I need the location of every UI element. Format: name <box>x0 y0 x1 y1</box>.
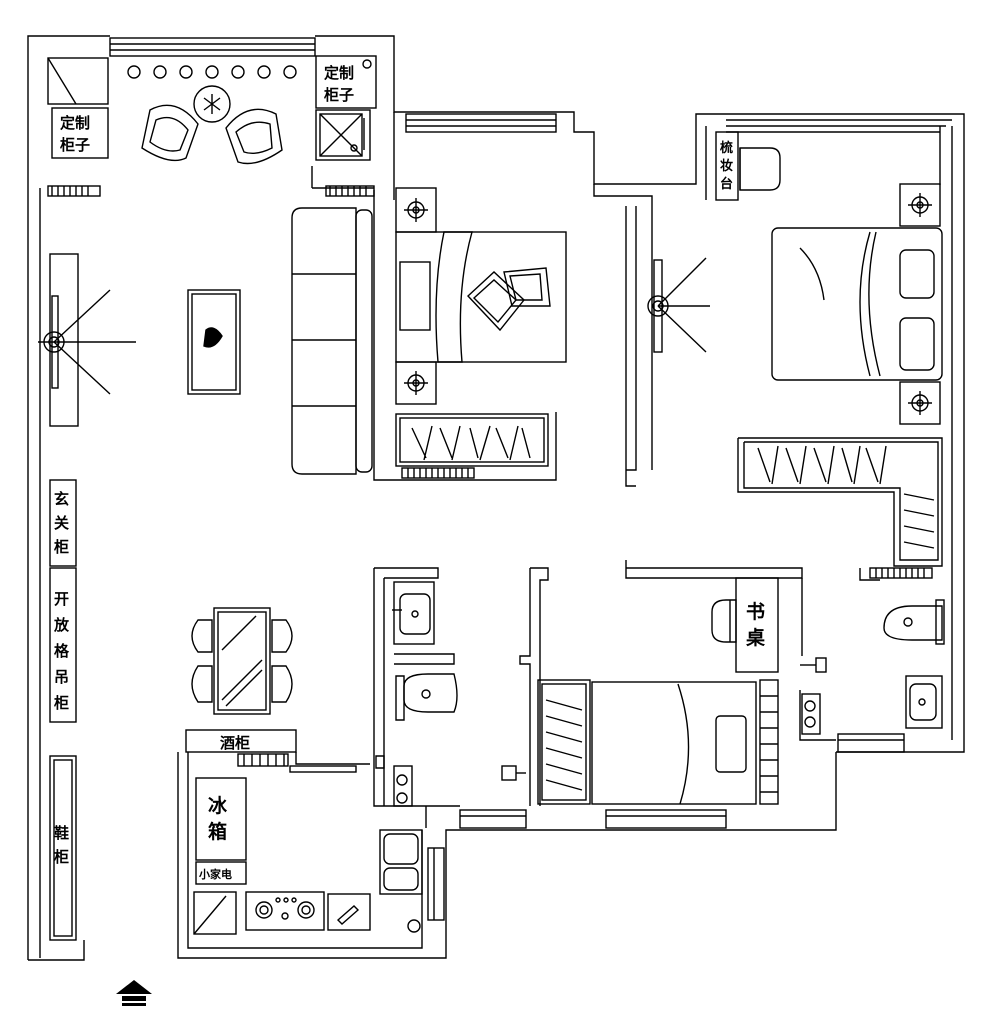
radiator-left <box>47 185 101 197</box>
label-shoe-cabinet: 鞋柜 <box>53 824 69 866</box>
master-toilet <box>883 599 945 645</box>
window-master <box>726 119 952 133</box>
washing-machine <box>315 109 371 161</box>
label-vanity: 梳妆台 <box>720 140 733 192</box>
tv-cabinet <box>38 253 136 427</box>
bath-drains <box>375 755 526 807</box>
label-entry-cabinet: 玄关柜 <box>53 490 69 556</box>
master-bath-fixtures <box>800 657 827 735</box>
dining-set <box>191 607 293 715</box>
wine-cabinet <box>185 729 297 767</box>
bath-toilet <box>395 673 458 721</box>
open-hanging-cabinet <box>49 567 77 723</box>
master-basin <box>905 675 943 729</box>
bedroom1-bed <box>395 231 567 363</box>
label-desk: 书桌 <box>746 601 765 649</box>
custom-cabinet-top-right <box>315 55 377 109</box>
desk <box>711 577 779 673</box>
window-bottom <box>427 733 905 921</box>
bedroom1-nightstands <box>395 187 437 405</box>
vanity <box>715 131 781 201</box>
custom-cabinet-left <box>47 57 109 159</box>
label-fridge: 冰箱 <box>208 794 228 843</box>
bath-basin <box>392 581 435 645</box>
bedroom3-bed <box>591 681 757 805</box>
master-nightstands <box>899 183 941 425</box>
bedroom3-wardrobe <box>537 679 779 805</box>
armchair-left <box>141 104 199 162</box>
stove <box>245 891 325 931</box>
label-wine-cabinet: 酒柜 <box>220 734 250 752</box>
small-appliance-counter <box>195 861 247 885</box>
master-wardrobe <box>737 437 943 579</box>
bedroom1-wardrobe <box>395 413 549 479</box>
label-custom-cabinet-top-2: 柜子 <box>323 86 354 104</box>
label-custom-cabinet-left-2: 柜子 <box>59 136 90 154</box>
label-open-hanging-cabinet: 开放格吊柜 <box>53 590 70 712</box>
kitchen-door <box>289 765 357 773</box>
armchair-right <box>225 108 283 165</box>
radiator-right <box>325 185 375 197</box>
shoe-cabinet <box>49 755 77 941</box>
fridge <box>195 777 247 861</box>
label-small-appliances: 小家电 <box>198 867 232 881</box>
window-bedroom1 <box>405 113 557 133</box>
window-top <box>109 37 316 57</box>
exterior-walls <box>27 35 965 961</box>
label-custom-cabinet-top: 定制 <box>324 64 354 82</box>
master-tv <box>647 257 710 353</box>
label-custom-cabinet-left: 定制 <box>60 114 90 132</box>
sofa <box>291 207 373 475</box>
tea-table <box>193 85 231 123</box>
entrance-arrow-icon <box>116 980 152 1006</box>
master-bed <box>771 227 943 381</box>
interior-walls <box>177 112 880 940</box>
counter-corner <box>193 891 237 935</box>
entry-cabinet <box>49 479 77 567</box>
coffee-table <box>187 289 241 395</box>
cutting-board <box>327 893 371 931</box>
plants-row <box>127 65 297 79</box>
kitchen-sink <box>379 829 423 933</box>
